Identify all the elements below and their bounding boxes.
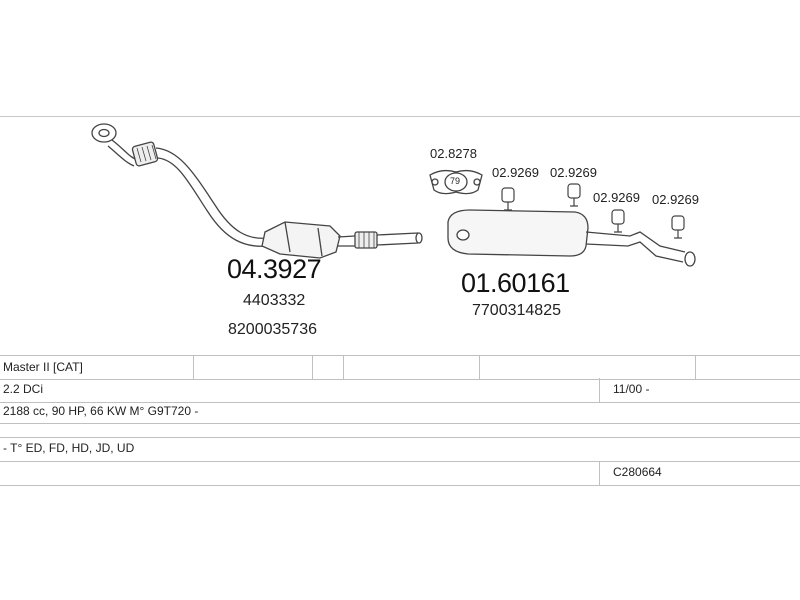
hanger-part-number[interactable]: 02.9269 [550, 165, 597, 180]
table-row: 2.2 DCi 11/00 - [0, 378, 800, 403]
table-row: 2188 cc, 90 HP, 66 KW M° G9T720 - [0, 402, 800, 424]
date-range-cell: 11/00 - [613, 382, 650, 396]
catalyst-oem-1: 4403332 [243, 292, 306, 309]
top-divider [0, 116, 800, 117]
gasket-icon [429, 169, 483, 195]
code-cell: C280664 [613, 465, 662, 479]
model-cell: Master II [CAT] [3, 360, 83, 374]
silencer-part-number[interactable]: 01.60161 [461, 268, 570, 298]
table-row: Master II [CAT] [0, 355, 800, 380]
catalyst-part-number[interactable]: 04.3927 [227, 254, 322, 284]
hanger-part-number[interactable]: 02.9269 [492, 165, 539, 180]
gasket-part-number[interactable]: 02.8278 [430, 146, 477, 161]
types-cell: - T° ED, FD, HD, JD, UD [3, 441, 135, 455]
hanger-part-number[interactable]: 02.9269 [593, 190, 640, 205]
silencer-icon [447, 209, 696, 267]
exhaust-diagram: 04.3927 4403332 8200035736 01.60161 7700… [0, 116, 800, 338]
exhaust-parts-drawing [91, 123, 696, 267]
spec-cell: 2188 cc, 90 HP, 66 KW M° G9T720 - [3, 404, 199, 418]
table-row: C280664 [0, 461, 800, 486]
engine-cell: 2.2 DCi [3, 382, 44, 396]
table-row [0, 423, 800, 438]
catalyst-pipe-icon [91, 123, 423, 259]
catalyst-oem-2: 8200035736 [228, 321, 317, 338]
gasket-badge: 79 [450, 176, 461, 186]
hanger-icons [501, 183, 685, 239]
hanger-part-number[interactable]: 02.9269 [652, 192, 699, 207]
table-row: - T° ED, FD, HD, JD, UD [0, 437, 800, 462]
silencer-oem: 7700314825 [472, 302, 561, 319]
